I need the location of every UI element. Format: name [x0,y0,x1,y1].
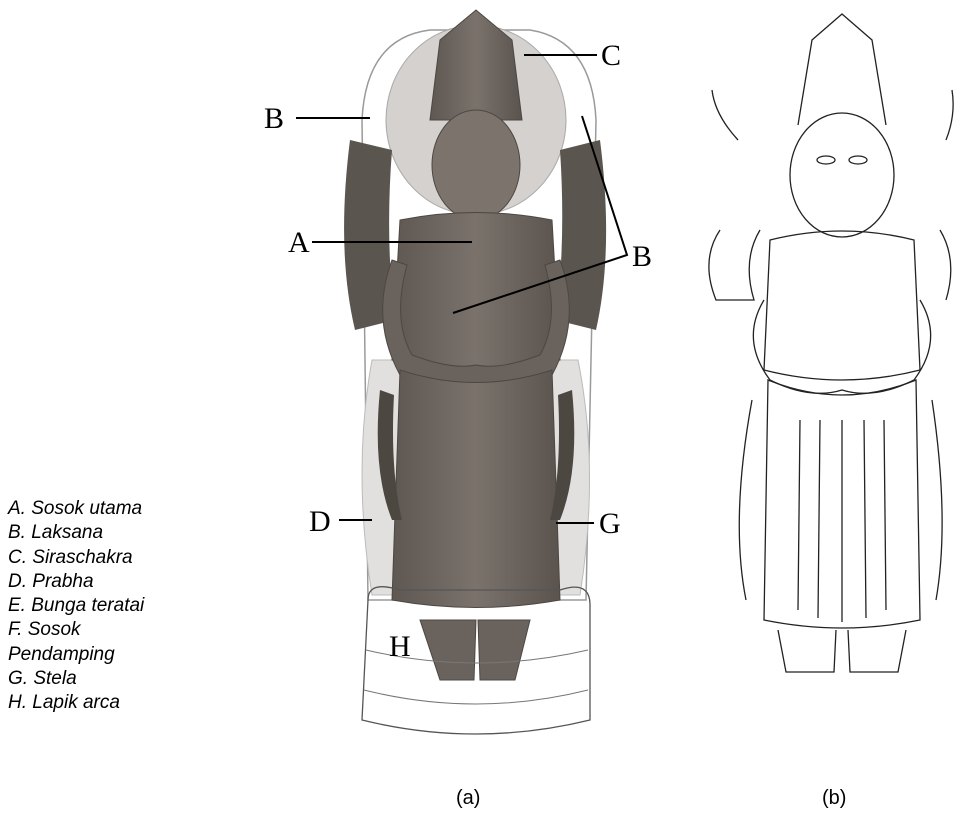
lower-garment [392,370,560,608]
head [432,110,520,220]
drawing-sash-left [739,400,752,600]
line-drawing-panel-b [709,14,953,672]
callout-h: H [389,632,411,662]
caption-b: (b) [822,787,846,810]
caption-a: (a) [456,787,480,810]
feet [420,620,530,680]
drawing-eye-right [849,156,867,164]
drawing-sash-right [932,400,942,600]
drawing-torso [764,231,920,380]
legend-item: A. Sosok utama [8,497,144,521]
drawing-pleats [798,420,886,622]
legend-item: E. Bunga teratai [8,594,144,618]
drawing-front-arms [753,300,930,393]
callout-g: G [599,509,621,539]
crown [430,10,522,120]
drawing-back-arm-right [940,90,953,300]
callout-a: A [288,228,310,258]
legend-item: C. Siraschakra [8,546,144,570]
drawing-crown [798,14,886,125]
drawing-eye-left [817,156,835,164]
legend-item: B. Laksana [8,521,144,545]
legend-item: Pendamping [8,643,144,667]
drawing-back-arm-left [709,90,760,300]
legend-item: F. Sosok [8,618,144,642]
torso [392,213,560,371]
callout-d: D [309,507,331,537]
callout-c: C [601,41,621,71]
legend-item: D. Prabha [8,570,144,594]
photo-panel-a [344,10,606,734]
callout-b-right: B [632,242,652,272]
drawing-feet [778,630,906,672]
callout-b-left: B [264,104,284,134]
legend-list: A. Sosok utama B. Laksana C. Siraschakra… [8,497,144,716]
legend-item: H. Lapik arca [8,691,144,715]
drawing-head [790,113,894,237]
legend-item: G. Stela [8,667,144,691]
